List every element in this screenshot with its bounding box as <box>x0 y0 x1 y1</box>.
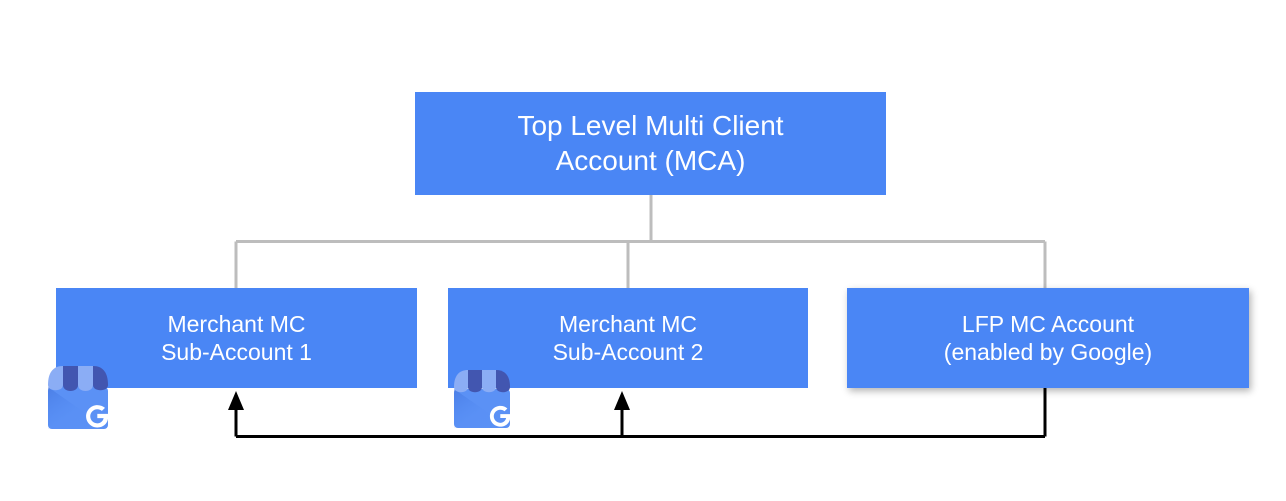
node-merchant-sub-account-1[interactable]: Merchant MC Sub-Account 1 <box>56 288 417 388</box>
google-my-business-icon <box>48 366 109 429</box>
google-my-business-icon <box>454 370 511 428</box>
node-merchant-sub-account-2[interactable]: Merchant MC Sub-Account 2 <box>448 288 808 388</box>
feedback-arrowhead-sub2 <box>614 391 630 410</box>
node-lfp-mc-account-label: LFP MC Account (enabled by Google) <box>943 310 1153 365</box>
node-top-level-mca[interactable]: Top Level Multi Client Account (MCA) <box>415 92 886 195</box>
feedback-arrowhead-sub1 <box>228 391 244 410</box>
node-merchant-sub-account-1-label: Merchant MC Sub-Account 1 <box>161 310 312 365</box>
node-top-level-mca-label: Top Level Multi Client Account (MCA) <box>517 110 784 176</box>
node-lfp-mc-account[interactable]: LFP MC Account (enabled by Google) <box>847 288 1249 388</box>
node-merchant-sub-account-2-label: Merchant MC Sub-Account 2 <box>552 310 704 365</box>
